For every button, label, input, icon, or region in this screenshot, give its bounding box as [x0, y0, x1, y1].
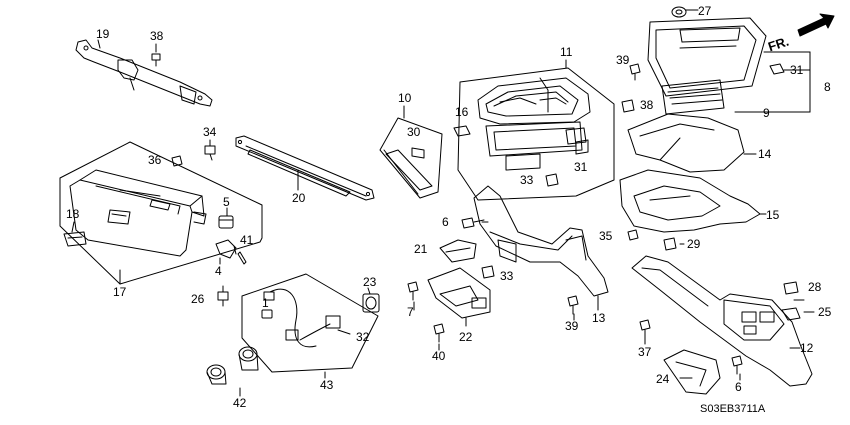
part-37-screw: [639, 319, 651, 339]
part-26-screw: [217, 285, 229, 307]
part-number-1: 1: [262, 296, 269, 310]
part-number-21: 21: [414, 242, 428, 256]
part-number-33-lower: 33: [500, 269, 514, 283]
part-31-clip: [575, 139, 589, 155]
part-number-16: 16: [455, 105, 469, 119]
part-38-screw-right: [621, 99, 635, 113]
part-number-32: 32: [356, 330, 370, 344]
part-23-cap: [362, 293, 380, 313]
part-number-38-right: 38: [640, 98, 654, 112]
part-22-bracket: [427, 267, 491, 319]
part-number-20: 20: [292, 191, 306, 205]
part-6-screw: [461, 217, 485, 229]
part-number-4: 4: [215, 264, 222, 278]
part-number-15: 15: [766, 208, 780, 222]
part-33-nut: [545, 173, 559, 187]
diagram-code: S03EB3711A: [700, 403, 766, 415]
part-number-13: 13: [592, 311, 606, 325]
part-number-34: 34: [203, 125, 217, 139]
part-number-7: 7: [407, 305, 414, 319]
part-36-clip: [171, 155, 183, 167]
part-number-43: 43: [320, 378, 334, 392]
part-24-pocket: [663, 349, 721, 395]
part-15-column-cover-lower: [619, 169, 761, 233]
part-5-bumper: [218, 215, 234, 229]
part-14-column-cover-upper: [627, 113, 745, 173]
part-number-42: 42: [233, 396, 247, 410]
part-number-26: 26: [191, 292, 205, 306]
part-28-clip: [783, 281, 799, 295]
part-number-10: 10: [398, 91, 412, 105]
part-6-screw-lower: [731, 355, 743, 375]
part-number-36: 36: [148, 153, 162, 167]
part-38-screw: [151, 53, 161, 67]
part-number-39-lower: 39: [565, 319, 579, 333]
part-12-lower-cover: [631, 255, 813, 387]
part-number-6: 6: [442, 215, 449, 229]
part-13-lower-trim: [473, 185, 609, 297]
part-8-meter-visor-group: [647, 6, 785, 115]
part-number-28: 28: [808, 280, 822, 294]
part-number-41: 41: [240, 233, 254, 247]
part-18-latch: [63, 231, 87, 247]
part-25-clip: [781, 307, 801, 321]
part-4-hinge: [215, 239, 237, 259]
part-40-screw: [433, 323, 445, 343]
part-number-38: 38: [150, 29, 164, 43]
part-7-screw: [407, 281, 419, 301]
part-39-screw-upper: [629, 63, 641, 81]
part-number-40: 40: [432, 349, 446, 363]
part-16-clip: [453, 125, 471, 137]
part-number-17: 17: [113, 285, 127, 299]
part-number-12: 12: [800, 341, 814, 355]
part-number-35: 35: [599, 229, 613, 243]
part-35-screw: [627, 229, 639, 241]
part-17-glove-box-group: [59, 141, 263, 285]
part-number-37: 37: [638, 345, 652, 359]
part-29-clip: [663, 237, 677, 251]
front-direction-arrow: [797, 13, 835, 37]
part-number-23: 23: [363, 275, 377, 289]
part-number-8: 8: [824, 80, 831, 94]
part-number-31: 31: [574, 160, 588, 174]
part-number-27: 27: [698, 4, 712, 18]
part-number-31-upper: 31: [790, 63, 804, 77]
direction-label: FR.: [766, 34, 791, 55]
part-number-29: 29: [687, 237, 701, 251]
part-33-nut-lower: [481, 265, 495, 279]
part-number-24: 24: [656, 372, 670, 386]
part-number-6-lower: 6: [735, 380, 742, 394]
part-number-5: 5: [223, 195, 230, 209]
part-20-support-bar: [235, 135, 375, 201]
part-39-screw-lower: [567, 295, 579, 315]
part-number-25: 25: [818, 305, 832, 319]
part-11-center-panel: [457, 67, 615, 201]
part-19-bracket: [75, 39, 213, 107]
part-number-39-upper: 39: [616, 53, 630, 67]
part-number-14: 14: [758, 147, 772, 161]
part-number-30: 30: [407, 125, 421, 139]
part-number-11: 11: [560, 45, 573, 59]
part-21-bracket: [439, 239, 477, 263]
part-number-19: 19: [96, 27, 110, 41]
part-42-sockets: [206, 346, 259, 385]
part-number-22: 22: [459, 330, 473, 344]
part-10-pocket: [379, 117, 443, 199]
part-number-9: 9: [763, 106, 770, 120]
part-41-pin: [237, 251, 247, 265]
part-34-bolt: [204, 145, 216, 161]
part-number-33: 33: [520, 173, 534, 187]
part-number-18: 18: [66, 207, 80, 221]
part-43-accessory-group: [241, 273, 379, 373]
